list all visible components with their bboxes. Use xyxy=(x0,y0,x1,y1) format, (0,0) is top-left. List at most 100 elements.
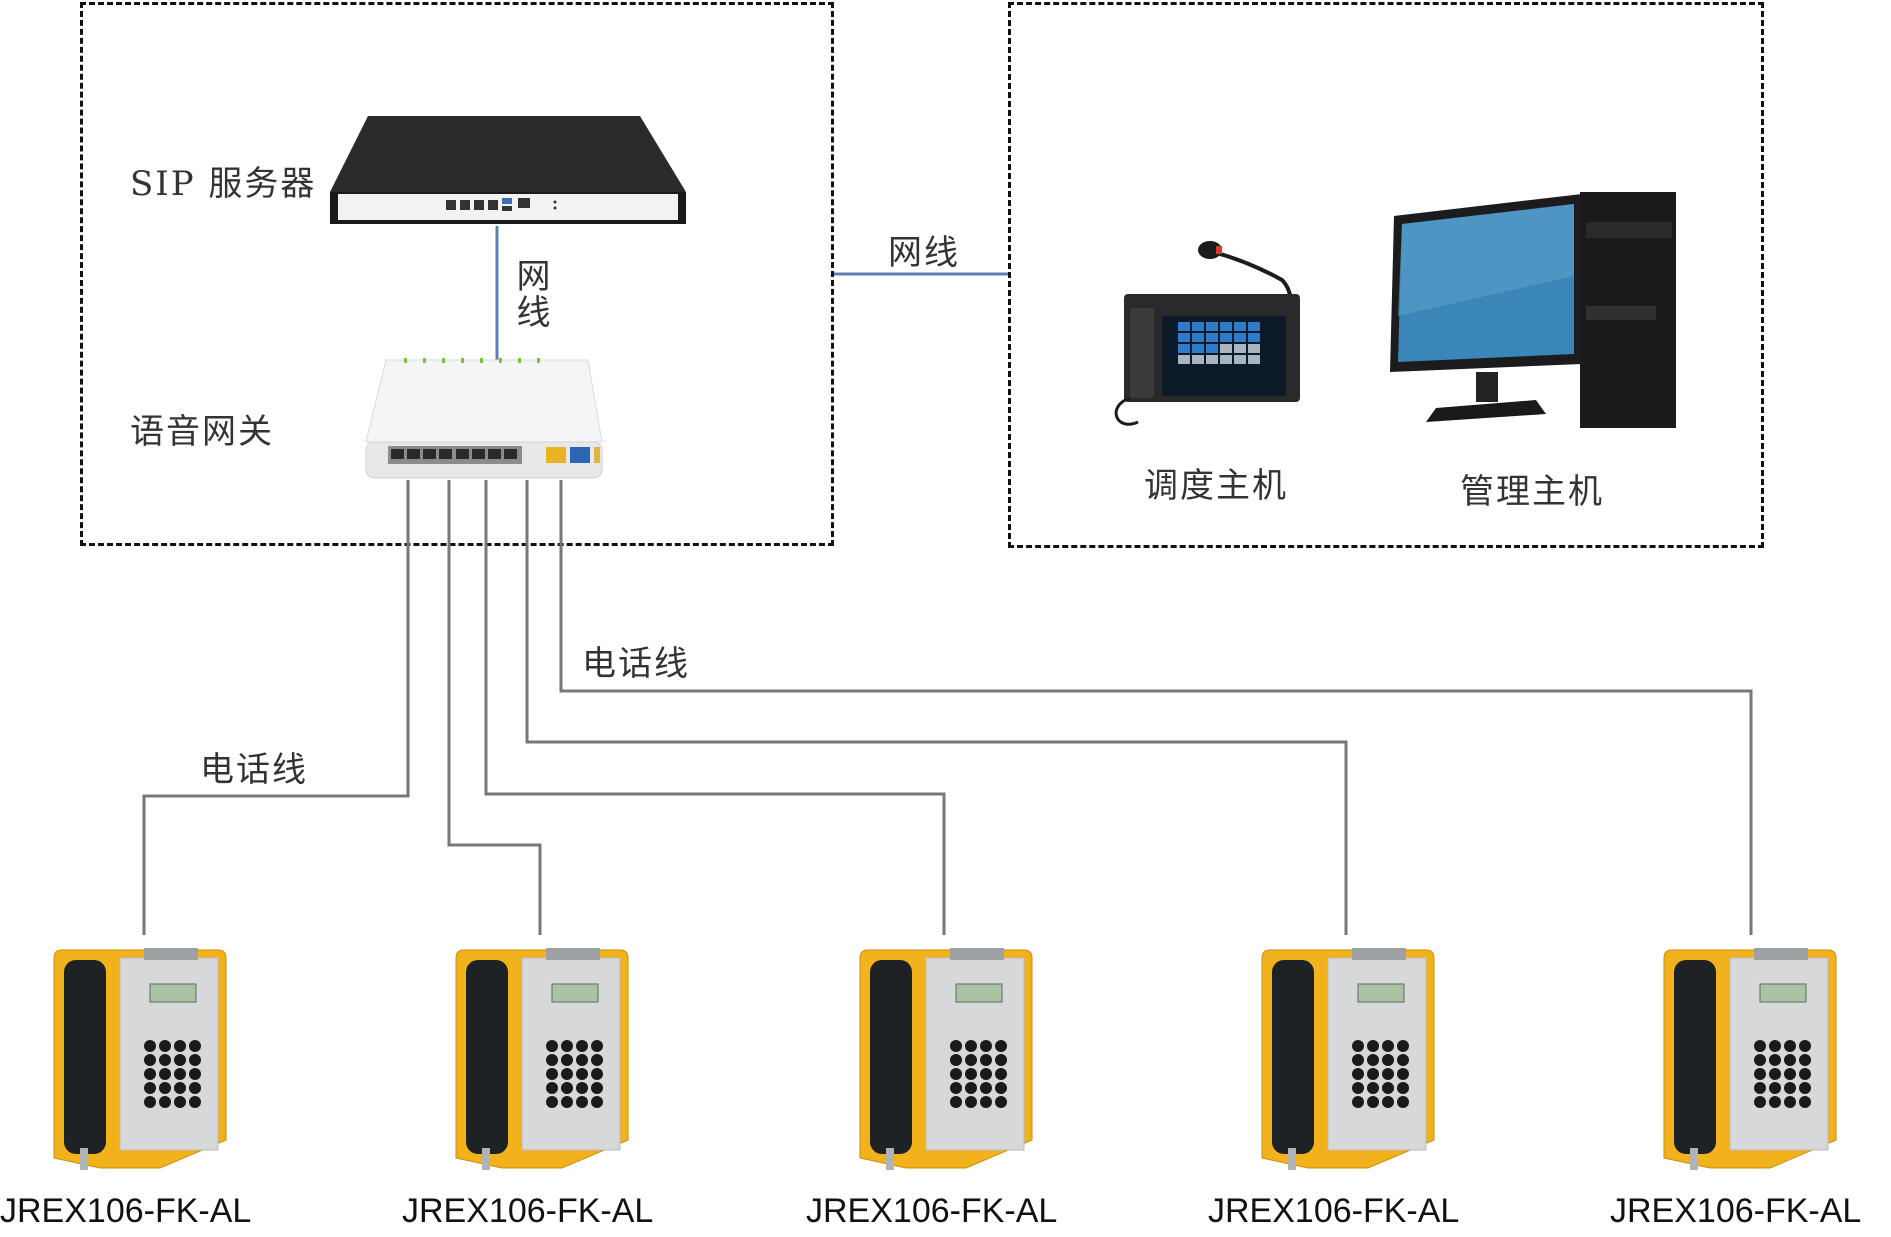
keypad-key xyxy=(546,1096,558,1108)
keypad-key xyxy=(546,1054,558,1066)
keypad-key xyxy=(174,1040,186,1052)
keypad-key xyxy=(561,1068,573,1080)
keypad-key xyxy=(546,1082,558,1094)
dispatch-host xyxy=(1086,236,1316,432)
phone-line-lower-label: 电话线 xyxy=(200,750,308,790)
keypad-key xyxy=(1769,1096,1781,1108)
keypad-key xyxy=(1382,1040,1394,1052)
keypad-key xyxy=(1769,1040,1781,1052)
keypad-key xyxy=(1367,1040,1379,1052)
keypad-key xyxy=(1397,1096,1409,1108)
keypad-key xyxy=(950,1068,962,1080)
keypad-key xyxy=(174,1054,186,1066)
explosion-proof-phone-icon xyxy=(1261,948,1435,1170)
explosion-proof-phone-icon xyxy=(53,948,227,1170)
keypad-key xyxy=(965,1054,977,1066)
keypad-key xyxy=(561,1082,573,1094)
keypad-key xyxy=(591,1082,603,1094)
voice-gateway-icon xyxy=(365,358,603,479)
keypad-key xyxy=(1799,1096,1811,1108)
sip-server xyxy=(330,116,686,226)
keypad-key xyxy=(1784,1068,1796,1080)
keypad-key xyxy=(1784,1082,1796,1094)
keypad-key xyxy=(546,1040,558,1052)
keypad-key xyxy=(1382,1054,1394,1066)
management-host-label: 管理主机 xyxy=(1460,472,1604,512)
keypad-key xyxy=(1397,1068,1409,1080)
keypad-key xyxy=(144,1096,156,1108)
keypad-key xyxy=(980,1082,992,1094)
keypad-key xyxy=(1397,1082,1409,1094)
phone-model-label: JREX106-FK-AL xyxy=(1208,1192,1460,1230)
management-host-icon xyxy=(1390,192,1676,428)
keypad-key xyxy=(980,1054,992,1066)
keypad-key xyxy=(144,1054,156,1066)
keypad-key xyxy=(980,1068,992,1080)
keypad-key xyxy=(995,1068,1007,1080)
keypad-key xyxy=(1352,1096,1364,1108)
explosion-proof-phone-icon xyxy=(859,948,1033,1170)
phone-5 xyxy=(1660,944,1840,1184)
keypad-key xyxy=(174,1068,186,1080)
keypad-key xyxy=(995,1096,1007,1108)
phone-4 xyxy=(1258,944,1438,1184)
keypad-key xyxy=(980,1040,992,1052)
keypad-key xyxy=(995,1054,1007,1066)
keypad-key xyxy=(144,1082,156,1094)
keypad-key xyxy=(189,1096,201,1108)
keypad-key xyxy=(1784,1054,1796,1066)
keypad-key xyxy=(1799,1068,1811,1080)
keypad-key xyxy=(1754,1054,1766,1066)
keypad-key xyxy=(995,1040,1007,1052)
dispatch-host-label: 调度主机 xyxy=(1144,466,1288,506)
keypad-key xyxy=(189,1040,201,1052)
keypad-key xyxy=(576,1054,588,1066)
phone-model-label: JREX106-FK-AL xyxy=(806,1192,1058,1230)
keypad-key xyxy=(1382,1082,1394,1094)
dispatch-host-icon xyxy=(1114,241,1300,426)
keypad-key xyxy=(995,1082,1007,1094)
keypad-key xyxy=(561,1040,573,1052)
keypad-key xyxy=(1367,1082,1379,1094)
keypad-key xyxy=(1769,1054,1781,1066)
keypad-key xyxy=(1352,1068,1364,1080)
keypad-key xyxy=(576,1068,588,1080)
keypad-key xyxy=(950,1082,962,1094)
keypad-key xyxy=(144,1040,156,1052)
keypad-key xyxy=(591,1096,603,1108)
keypad-key xyxy=(1754,1068,1766,1080)
keypad-key xyxy=(1769,1068,1781,1080)
phone-line-1 xyxy=(142,480,410,935)
phone-line-3 xyxy=(484,480,946,935)
keypad-key xyxy=(1754,1082,1766,1094)
keypad-key xyxy=(576,1040,588,1052)
keypad-key xyxy=(591,1068,603,1080)
sip-server-icon xyxy=(330,116,686,224)
phone-model-label: JREX106-FK-AL xyxy=(1610,1192,1862,1230)
dispatch-group xyxy=(1008,2,1764,548)
keypad-key xyxy=(980,1096,992,1108)
keypad-key xyxy=(159,1040,171,1052)
keypad-key xyxy=(546,1068,558,1080)
keypad-key xyxy=(1799,1082,1811,1094)
keypad-key xyxy=(159,1082,171,1094)
keypad-key xyxy=(576,1096,588,1108)
keypad-key xyxy=(1784,1096,1796,1108)
keypad-key xyxy=(950,1096,962,1108)
keypad-key xyxy=(950,1054,962,1066)
keypad-key xyxy=(1769,1082,1781,1094)
keypad-key xyxy=(1397,1040,1409,1052)
explosion-proof-phone-icon xyxy=(455,948,629,1170)
server-gateway-link-label: 网线 xyxy=(510,258,550,330)
keypad-key xyxy=(965,1068,977,1080)
keypad-key xyxy=(1382,1096,1394,1108)
explosion-proof-phone-icon xyxy=(1663,948,1837,1170)
keypad-key xyxy=(965,1040,977,1052)
keypad-key xyxy=(591,1040,603,1052)
keypad-key xyxy=(1754,1096,1766,1108)
keypad-key xyxy=(1352,1040,1364,1052)
phone-line-4 xyxy=(525,480,1348,935)
core-network-group xyxy=(80,2,834,546)
keypad-key xyxy=(561,1096,573,1108)
sip-server-label: SIP 服务器 xyxy=(130,164,317,204)
